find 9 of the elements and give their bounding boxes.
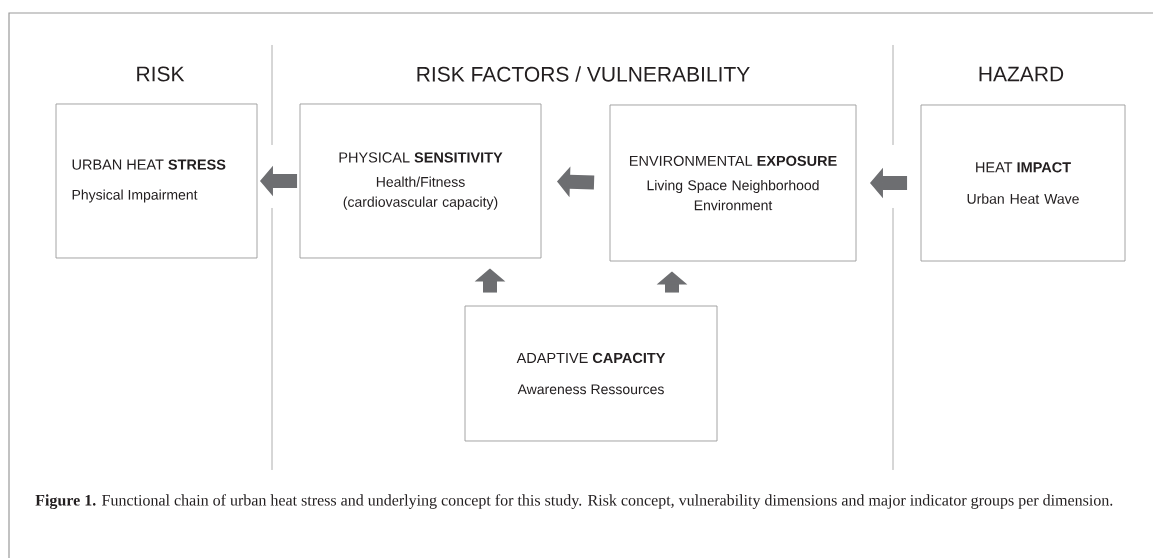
column-heading: HAZARD (979, 66, 1064, 82)
concept-box: PHYSICAL SENSITIVITY Health/Fitness (cardiovascular capacity) (299, 103, 542, 259)
figure-caption: Figure 1. Functional chain of urban heat stress and underlying concept for this study. Risk concept, vulnerability dimensions and major indicator groups per dimension. (35, 494, 1113, 509)
column-heading: RISK FACTORS / VULNERABILITY (417, 66, 750, 82)
concept-box: ADAPTIVE CAPACITY Awareness Ressources (464, 305, 718, 442)
concept-box: ENVIRONMENTAL EXPOSURE Living Space Neighborhood Environment (609, 104, 857, 262)
concept-box: HEAT IMPACT Urban Heat Wave (920, 104, 1126, 262)
column-heading: RISK (137, 66, 185, 82)
concept-box: URBAN HEAT STRESS Physical Impairment (55, 103, 258, 259)
